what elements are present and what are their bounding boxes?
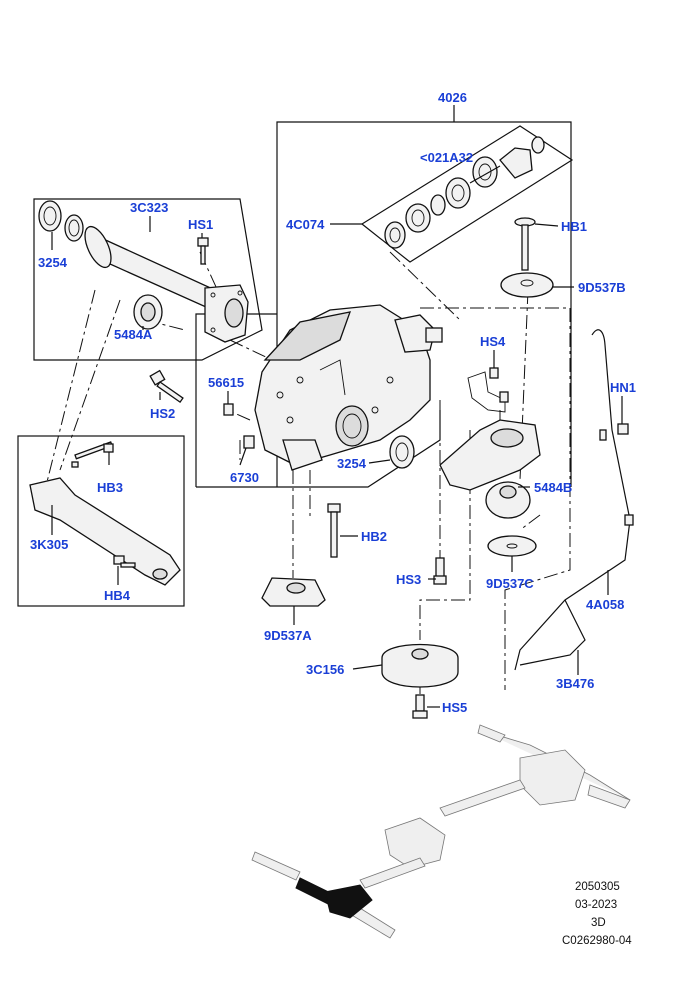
ref-date: 03-2023 xyxy=(575,899,617,911)
label-9d537b: 9D537B xyxy=(578,280,626,295)
vent-hose xyxy=(514,329,634,671)
label-3254-right: 3254 xyxy=(337,456,367,471)
label-hb1: HB1 xyxy=(561,219,587,234)
callout-frames xyxy=(17,105,574,607)
bolt-hs3 xyxy=(433,557,447,585)
plugs xyxy=(223,403,255,449)
bolt-hb2 xyxy=(327,503,341,558)
label-hn1: HN1 xyxy=(610,380,636,395)
label-4c074: 4C074 xyxy=(286,217,325,232)
label-9d537c: 9D537C xyxy=(486,576,534,591)
label-hb2: HB2 xyxy=(361,529,387,544)
leader-lines xyxy=(51,223,623,708)
ref-view: 3D xyxy=(591,917,606,929)
label-3c323: 3C323 xyxy=(130,200,168,215)
label-hs5: HS5 xyxy=(442,700,467,715)
label-hb3: HB3 xyxy=(97,480,123,495)
damper-3c156 xyxy=(381,643,459,688)
bearing-stack xyxy=(384,136,545,249)
label-5484b: 5484B xyxy=(534,480,572,495)
label-3c156: 3C156 xyxy=(306,662,344,677)
label-3k305: 3K305 xyxy=(30,537,68,552)
label-hs1: HS1 xyxy=(188,217,213,232)
bolt-hs1 xyxy=(197,237,209,265)
housing-tube xyxy=(38,200,249,343)
label-4a058: 4A058 xyxy=(586,597,624,612)
mount-bracket xyxy=(439,367,541,557)
label-hb4: HB4 xyxy=(104,588,131,603)
label-6730: 6730 xyxy=(230,470,259,485)
bolt-hb1 xyxy=(500,217,554,298)
label-5484a: 5484A xyxy=(114,327,153,342)
label-9d537a: 9D537A xyxy=(264,628,312,643)
label-3b476: 3B476 xyxy=(556,676,594,691)
label-hs4: HS4 xyxy=(480,334,506,349)
label-hs2: HS2 xyxy=(150,406,175,421)
ref-code: C0262980-04 xyxy=(562,935,632,947)
bolt-hs5 xyxy=(412,694,428,719)
differential-housing xyxy=(254,304,443,471)
label-021a32: <021A32 xyxy=(420,150,473,165)
crossmember xyxy=(29,441,181,586)
bolt-hs2 xyxy=(149,369,184,404)
ref-number: 2050305 xyxy=(575,881,620,893)
driveline-overview xyxy=(251,724,631,939)
label-3254-left: 3254 xyxy=(38,255,68,270)
reference-block: 2050305 03-2023 3D C0262980-04 xyxy=(562,881,632,947)
label-hs3: HS3 xyxy=(396,572,421,587)
label-4026: 4026 xyxy=(438,90,467,105)
mount-9d537a xyxy=(261,577,326,607)
label-56615: 56615 xyxy=(208,375,244,390)
seal-3254-right xyxy=(389,435,415,469)
callout-labels: 4026 <021A32 4C074 3C323 HS1 3254 5484A … xyxy=(30,90,636,715)
